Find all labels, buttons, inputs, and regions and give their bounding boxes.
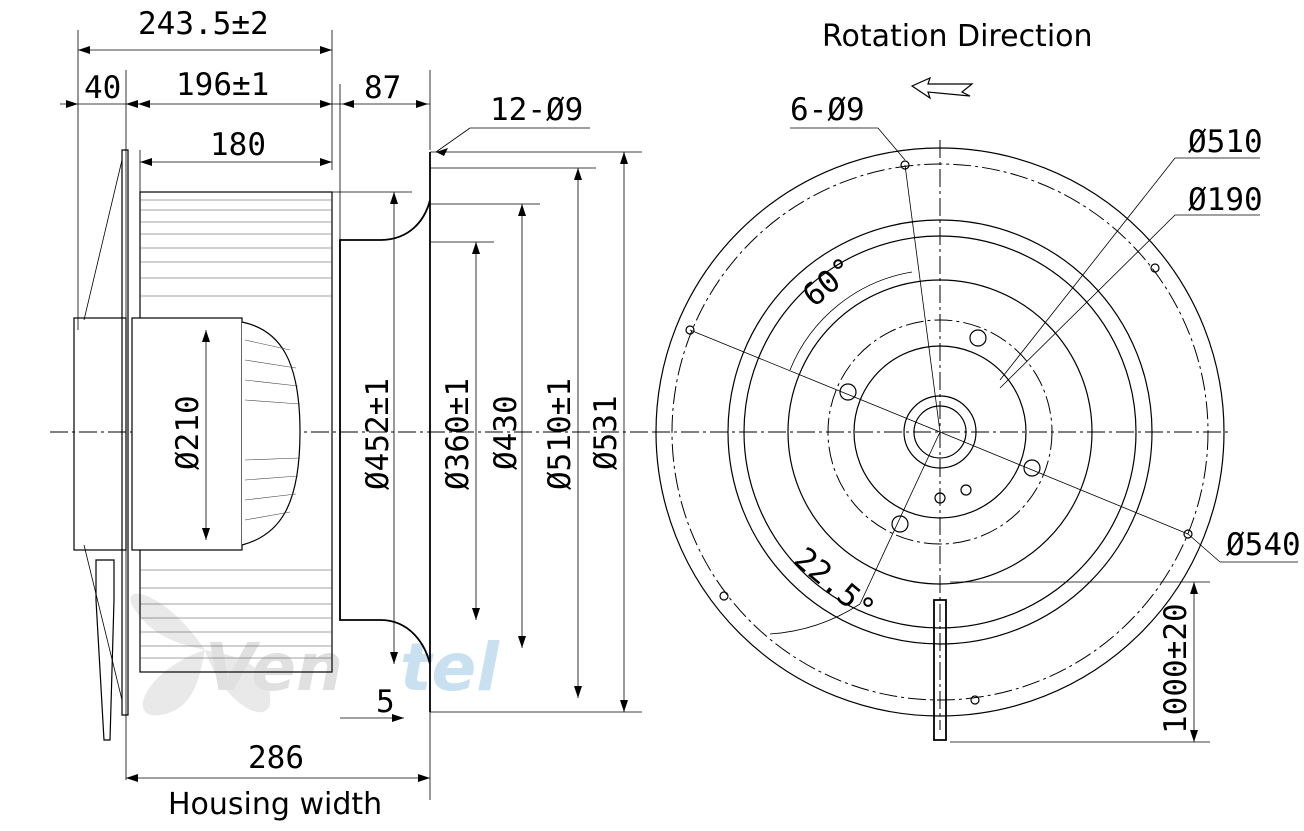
- dim-overall-length: 243.5±2: [138, 6, 269, 42]
- dim-ring-inner: Ø360±1: [440, 378, 476, 490]
- side-view: 243.5±2 40 196±1 87 180 12-Ø9: [50, 6, 650, 822]
- rotation-arrow-icon: [910, 76, 974, 100]
- backplate: [121, 149, 129, 716]
- motor-cable: [95, 559, 115, 741]
- dim-motor-diameter: Ø210: [170, 395, 206, 470]
- front-view: Ø510 Ø190 6-Ø9 Ø540 1000±20 60° 22.5° Ro…: [652, 19, 1301, 743]
- dim-blade-width: 180: [210, 127, 266, 163]
- outer-ring-circle: [655, 147, 1225, 717]
- motor-circle: [787, 279, 1093, 585]
- watermark-text-blue: tel: [400, 629, 500, 706]
- inlet-ring: [339, 152, 431, 712]
- hub-pcd-circle: [827, 319, 1053, 545]
- blade-fins: [140, 199, 332, 659]
- dim-holes: 6-Ø9: [790, 92, 865, 128]
- angle-60: 60°: [796, 251, 862, 315]
- dim-ring-outer: Ø531: [588, 395, 624, 470]
- hub-circle: [853, 345, 1027, 519]
- watermark-text-grey: Ven: [205, 629, 343, 706]
- dim-inlet-ring-depth: 87: [364, 70, 401, 106]
- dim-inlet-diameter: Ø452±1: [360, 378, 396, 490]
- motor-rotor: [241, 321, 301, 546]
- dim-cable-length: 1000±20: [1158, 603, 1194, 734]
- rotation-direction-label: Rotation Direction: [822, 19, 1093, 54]
- outer-mounting-holes: [685, 160, 1193, 705]
- dim-housing-width-value: 286: [248, 740, 304, 776]
- dim-plate-thickness: 5: [376, 684, 395, 720]
- dim-ring-pcd: Ø510±1: [542, 378, 578, 490]
- watermark: Ven tel: [130, 593, 500, 716]
- motor-ribs: [244, 339, 301, 521]
- dim-impeller-width: 196±1: [176, 67, 269, 103]
- angle-22-5: 22.5°: [787, 541, 882, 629]
- dim-hub: Ø190: [1188, 182, 1263, 218]
- shaft-inner: [913, 405, 967, 459]
- housing-width-label: Housing width: [168, 787, 382, 822]
- watermark-fan-logo: [130, 593, 271, 716]
- hub-holes: [839, 329, 1041, 533]
- dim-pcd-outer: Ø510: [1188, 124, 1263, 160]
- motor-end-cap: [73, 317, 127, 551]
- front-cable: [933, 599, 947, 741]
- dim-motor-protrusion: 40: [84, 70, 121, 106]
- dim-hole-circle: Ø430: [488, 395, 524, 470]
- impeller-circle: [743, 235, 1137, 629]
- shaft-outer: [903, 395, 977, 469]
- dim-outer-diameter: Ø540: [1226, 527, 1301, 563]
- pcd-circle-outer: [671, 163, 1209, 701]
- inlet-circle: [727, 219, 1153, 645]
- dim-mounting-holes: 12-Ø9: [490, 92, 583, 128]
